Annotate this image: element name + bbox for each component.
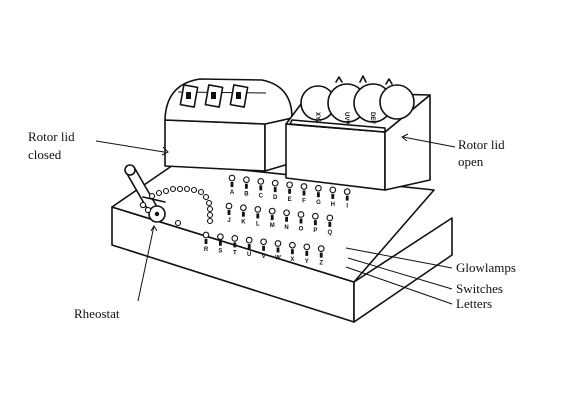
label-rotor-lid-closed: Rotor lid closed: [28, 129, 78, 162]
glowlamp-f: [300, 183, 308, 190]
switch-e: [288, 188, 291, 194]
letter-y: Y: [305, 259, 309, 265]
switch-q: [328, 221, 332, 227]
letter-m: M: [270, 223, 275, 229]
rheostat-lever: [124, 164, 166, 223]
label-rotor-lid-closed-line1: Rotor lid: [28, 129, 75, 144]
letter-c: C: [259, 193, 264, 199]
switch-p: [314, 220, 317, 226]
switch-o: [299, 218, 303, 224]
switch-c: [259, 185, 263, 191]
glowlamp-z: [317, 245, 325, 252]
switch-m: [270, 215, 274, 221]
glowlamp-t: [231, 235, 239, 242]
leader-lines: [95, 133, 456, 305]
glowlamp-r: [202, 231, 210, 239]
glowlamp-v: [260, 238, 267, 246]
label-switches: Switches: [456, 281, 503, 296]
glowlamp-e: [286, 181, 293, 189]
letter-n: N: [284, 225, 288, 231]
glowlamp-x: [289, 241, 296, 249]
letter-t: T: [233, 250, 237, 256]
switch-d: [273, 187, 277, 193]
letter-j: J: [227, 218, 230, 224]
switch-v: [262, 245, 265, 251]
label-glowlamps: Glowlamps: [456, 260, 516, 275]
glowlamp-j: [225, 202, 233, 210]
switch-w: [276, 247, 280, 253]
switch-n: [285, 216, 288, 222]
letter-q: Q: [327, 230, 332, 236]
letter-e: E: [288, 197, 292, 203]
letter-g: G: [316, 200, 321, 206]
glowlamp-y: [303, 243, 311, 251]
label-rotor-lid-open-line1: Rotor lid: [458, 137, 505, 152]
glowlamp-k: [240, 204, 247, 212]
lamp-switch-letter-grid: A B C D E F G H I J K L M N O P Q R S T U V W X Y Z: [202, 174, 351, 267]
letter-a: A: [230, 190, 235, 196]
letter-l: L: [256, 221, 260, 227]
glowlamp-w: [274, 240, 282, 247]
switch-j: [227, 210, 231, 215]
glowlamp-i: [343, 188, 351, 195]
letter-d: D: [273, 195, 278, 201]
switch-a: [230, 182, 234, 187]
switch-b: [245, 183, 248, 189]
glowlamp-c: [257, 178, 265, 185]
switch-g: [317, 192, 320, 198]
switch-i: [345, 195, 349, 201]
switch-x: [291, 249, 294, 255]
switch-z: [319, 252, 323, 258]
glowlamp-b: [243, 176, 250, 184]
letter-h: H: [331, 202, 335, 208]
glowlamp-p: [312, 212, 319, 220]
letter-r: R: [204, 247, 209, 253]
label-letters: Letters: [456, 296, 492, 311]
glowlamp-u: [245, 236, 253, 244]
glowlamp-a: [228, 174, 236, 182]
glowlamp-g: [315, 184, 322, 192]
letter-p: P: [313, 228, 317, 234]
switch-f: [302, 190, 306, 196]
letter-w: W: [275, 256, 281, 262]
svg-text:XYZ: XYZ: [314, 112, 320, 124]
glowlamp-n: [283, 209, 290, 217]
svg-text:UVW: UVW: [343, 112, 349, 126]
letter-b: B: [244, 192, 249, 198]
glowlamp-o: [297, 211, 305, 218]
label-rotor-lid-closed-line2: closed: [28, 147, 62, 162]
letter-f: F: [302, 199, 306, 205]
rotor-housing-open: XYZ UVW DEF: [285, 75, 431, 191]
glowlamp-d: [271, 179, 279, 187]
letter-s: S: [218, 249, 222, 255]
letter-v: V: [262, 254, 266, 260]
switch-u: [247, 244, 251, 250]
switch-s: [219, 240, 222, 246]
glowlamp-q: [326, 214, 334, 222]
switch-h: [331, 193, 335, 199]
letter-x: X: [290, 257, 294, 263]
letter-i: I: [346, 204, 348, 210]
glowlamp-l: [254, 206, 262, 213]
switch-k: [242, 211, 245, 217]
svg-text:DEF: DEF: [369, 112, 375, 124]
letter-z: Z: [319, 261, 323, 267]
switch-y: [305, 250, 309, 256]
glowlamp-m: [268, 207, 276, 215]
label-rheostat: Rheostat: [74, 306, 120, 321]
glowlamp-h: [329, 186, 337, 194]
label-rotor-lid-open-line2: open: [458, 154, 484, 169]
switch-l: [256, 213, 260, 219]
letter-o: O: [299, 227, 304, 233]
letter-k: K: [241, 220, 246, 226]
rheostat-contacts: [148, 185, 214, 227]
switch-t: [233, 242, 237, 248]
label-rotor-lid-open: Rotor lid open: [458, 137, 508, 169]
glowlamp-s: [217, 233, 224, 241]
letter-u: U: [247, 252, 251, 258]
machine-body: [111, 162, 453, 323]
rotor-housing-closed: [164, 78, 293, 172]
switch-r: [204, 239, 208, 244]
